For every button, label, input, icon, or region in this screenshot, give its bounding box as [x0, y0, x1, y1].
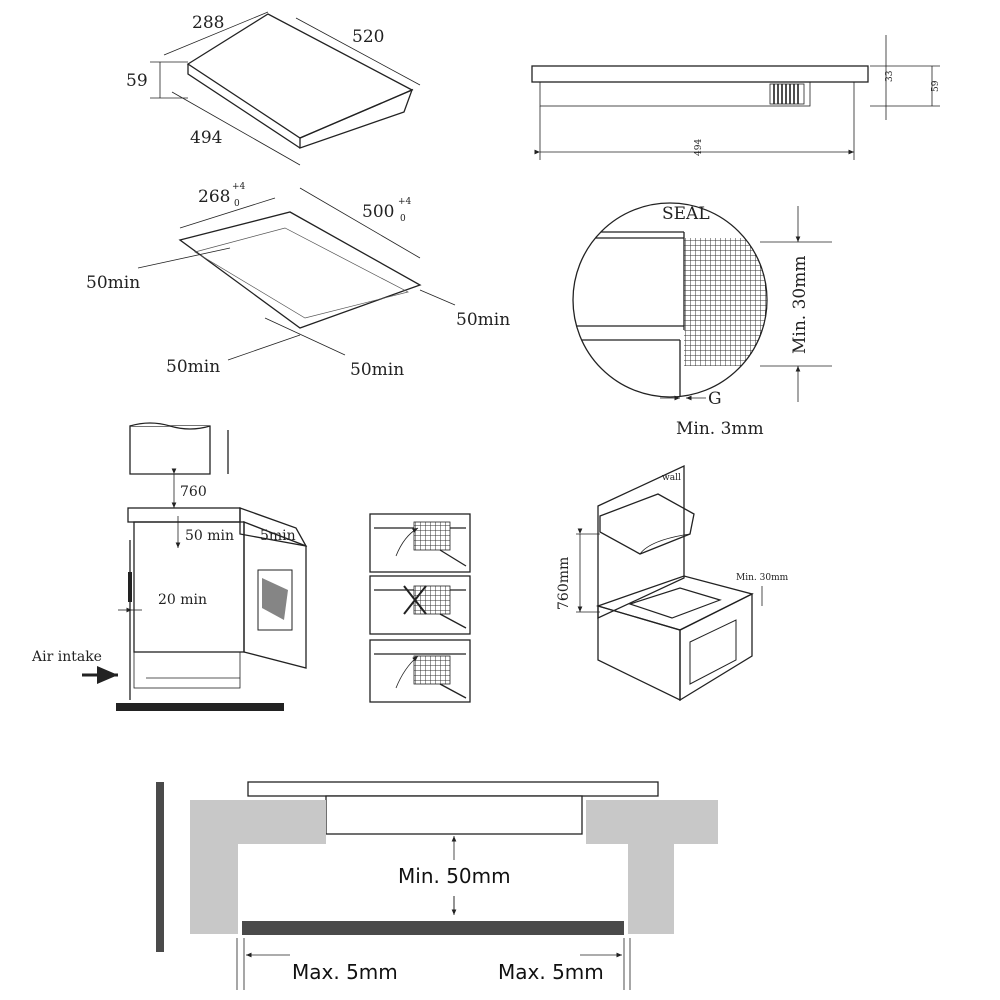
clearance-top-label: 760	[180, 484, 207, 500]
side-height-label: 59	[931, 80, 941, 92]
gap-label: G	[708, 389, 722, 409]
worktop-cutout-outline	[178, 211, 422, 329]
cutout-min-front-left: 50min	[166, 357, 220, 377]
wall-panel	[597, 464, 685, 620]
air-intake-label: Air intake	[31, 649, 102, 665]
cutout-depth-label: 268	[198, 187, 230, 207]
seal-label: SEAL	[662, 204, 710, 224]
glass-top	[531, 65, 869, 83]
dim-front-label: 494	[190, 128, 222, 148]
variant-correct-2	[369, 639, 471, 703]
ventilation-mesh	[684, 238, 767, 366]
cutout-width-tol-upper: +4	[398, 197, 412, 207]
gap-min-label: Min. 3mm	[676, 419, 764, 439]
variant-incorrect	[369, 575, 471, 635]
worktop-right	[586, 800, 718, 934]
cooling-fan	[773, 84, 799, 104]
install-min-50-label: 50 min	[185, 528, 234, 544]
cutout-min-right: 50min	[456, 310, 510, 330]
oven-front	[679, 592, 753, 702]
dim-line-front	[171, 91, 301, 166]
overhead-cabinet	[129, 425, 211, 475]
cutout-width-label: 500	[362, 202, 394, 222]
floor	[116, 703, 284, 711]
worktop	[595, 575, 754, 631]
wall-label: wall	[662, 473, 681, 483]
installation-clearance-drawing: 760 50 min 5min 20 min Air intake	[31, 422, 308, 711]
side-thickness-label: 33	[885, 70, 895, 82]
cutout-dimension-drawing: 268 +4 0 500 +4 0 50min 50min 50min 50mi…	[86, 182, 510, 380]
cutout-depth-tol-upper: +4	[232, 182, 246, 192]
hob-front-edge	[299, 88, 414, 149]
side-width-label: 494	[694, 139, 704, 156]
cutout-width-tol-lower: 0	[400, 214, 406, 224]
kitchen-min-30-label: Min. 30mm	[736, 573, 789, 583]
dim-line-width	[295, 17, 421, 86]
oven-side	[243, 521, 307, 669]
hob-base	[325, 795, 583, 835]
cutout-depth-tol-lower: 0	[234, 199, 240, 209]
seal-min-depth-label: Min. 30mm	[790, 256, 810, 354]
cutout-min-front-right: 50min	[350, 360, 404, 380]
cutout-min-left: 50min	[86, 273, 140, 293]
hob-body	[539, 81, 811, 107]
variant-correct-1	[369, 513, 471, 573]
installation-variants	[369, 513, 471, 703]
cabinet-cross-section: Min. 50mm Max. 5mm Max. 5mm	[156, 781, 718, 990]
kitchen-height-label: 760mm	[556, 557, 572, 610]
worktop-left	[190, 800, 326, 934]
seal-detail: SEAL Min. 30mm G Min. 3mm	[572, 202, 832, 439]
hob-glass	[247, 781, 659, 797]
max-left-label: Max. 5mm	[292, 960, 398, 984]
install-min-5-label: 5min	[260, 528, 296, 544]
hob-side-view: 494 33 59	[531, 35, 941, 160]
dim-depth-label: 288	[192, 13, 224, 33]
dim-height-label: 59	[126, 71, 148, 91]
hob-in-worktop	[127, 507, 241, 523]
kitchen-isometric: wall 760mm Min. 30mm	[556, 464, 789, 702]
oven-door	[257, 569, 293, 631]
range-hood	[599, 493, 695, 555]
hob-dimension-drawing: 288 520 59 494	[126, 11, 421, 166]
hob-on-worktop	[628, 587, 722, 619]
dim-line-depth	[163, 11, 269, 56]
cabinet-shelf	[242, 921, 624, 935]
dim-width-label: 520	[352, 27, 384, 47]
install-min-20-label: 20 min	[158, 592, 207, 608]
max-right-label: Max. 5mm	[498, 960, 604, 984]
min-gap-label: Min. 50mm	[398, 864, 511, 888]
wall-post	[156, 782, 164, 952]
